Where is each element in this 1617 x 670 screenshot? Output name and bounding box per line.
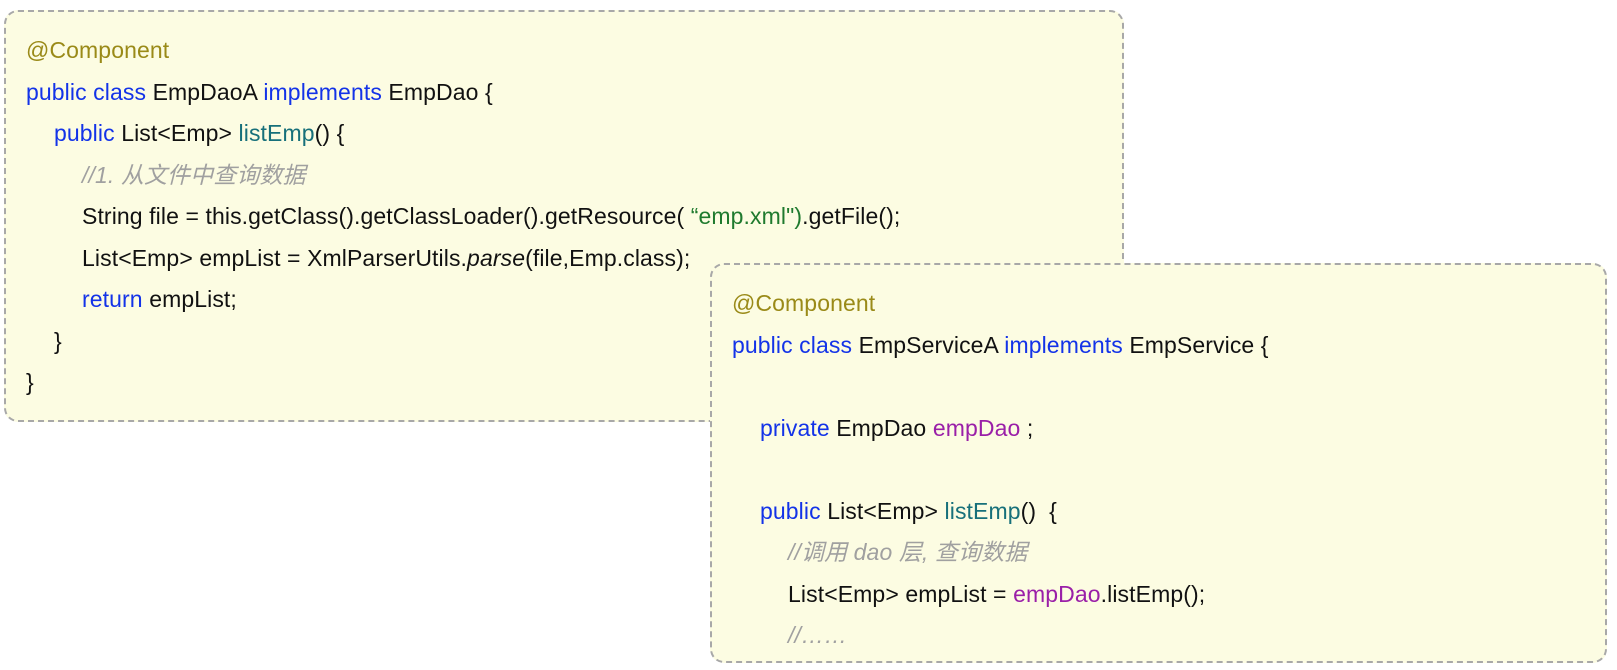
- code-token-kw: implements: [1004, 331, 1130, 358]
- code-card-emp-dao-a: @Component public class EmpDaoA implement…: [4, 10, 1124, 422]
- code-token-plain: EmpDaoA: [152, 78, 264, 105]
- code-token-italic: parse: [467, 244, 526, 271]
- code-token-plain: EmpService {: [1129, 331, 1269, 358]
- code-token-kw: public class: [732, 331, 859, 358]
- code-block-emp-dao-a: @Component public class EmpDaoA implement…: [6, 12, 1122, 404]
- code-token-method: listEmp: [944, 497, 1021, 524]
- code-token-plain: .listEmp();: [1100, 580, 1206, 607]
- code-token-plain: EmpServiceA: [858, 331, 1005, 358]
- code-token-kw: private: [760, 414, 837, 441]
- code-token-plain: [732, 373, 739, 399]
- code-token-field: empDao: [1013, 580, 1101, 607]
- code-line: @Component: [712, 283, 1605, 325]
- code-token-comment: //1. 从文件中查询数据: [82, 161, 306, 188]
- code-line: public List<Emp> listEmp() {: [6, 113, 1122, 155]
- code-line: String file = this.getClass().getClassLo…: [6, 196, 1122, 238]
- code-token-plain: List<Emp>: [121, 120, 239, 146]
- code-token-plain: List<Emp> empList =: [788, 580, 1014, 607]
- code-line: List<Emp> empList = XmlParserUtils.parse…: [6, 238, 1122, 280]
- code-token-ann: @Component: [732, 290, 876, 316]
- code-token-field: empDao: [932, 414, 1021, 441]
- code-token-plain: List<Emp>: [827, 497, 945, 524]
- code-line: public class EmpDaoA implements EmpDao {: [6, 72, 1122, 114]
- code-line: //1. 从文件中查询数据: [6, 155, 1122, 197]
- code-line: private EmpDao empDao ;: [712, 408, 1605, 450]
- code-card-emp-service-a: @Component public class EmpServiceA imple…: [710, 263, 1607, 663]
- code-line: [712, 449, 1605, 491]
- code-line: @Component: [6, 30, 1122, 72]
- code-token-plain: (file,Emp.class);: [525, 244, 691, 271]
- code-token-kw: implements: [263, 78, 389, 105]
- code-token-plain: }: [26, 369, 34, 395]
- code-line: //……: [712, 615, 1605, 657]
- code-token-kw: public class: [26, 78, 153, 105]
- code-token-plain: EmpDao {: [388, 78, 493, 105]
- code-line: }: [6, 321, 1122, 363]
- code-line: return empList;: [6, 279, 1122, 321]
- code-token-plain: () {: [314, 120, 345, 146]
- code-token-ann: @Component: [26, 37, 170, 63]
- code-token-comment: //……: [788, 622, 848, 648]
- code-token-plain: List<Emp> empList = XmlParserUtils.: [82, 244, 468, 271]
- code-token-kw: public: [54, 120, 122, 146]
- code-line: }: [6, 362, 1122, 404]
- code-token-kw: return: [82, 286, 150, 312]
- code-line: List<Emp> empList = empDao.listEmp();: [712, 574, 1605, 616]
- code-token-plain: () {: [1020, 497, 1057, 524]
- code-token-plain: [732, 456, 739, 482]
- code-token-plain: .getFile();: [802, 203, 901, 229]
- code-token-plain: }: [54, 327, 62, 354]
- code-line: public List<Emp> listEmp() {: [712, 491, 1605, 533]
- code-token-plain: empList;: [149, 286, 237, 312]
- code-token-method: listEmp: [238, 120, 315, 146]
- code-token-plain: ;: [1020, 414, 1034, 441]
- code-line: [712, 366, 1605, 408]
- code-block-emp-service-a: @Component public class EmpServiceA imple…: [712, 265, 1605, 657]
- code-token-comment: //调用 dao 层, 查询数据: [788, 539, 1028, 565]
- code-line: //调用 dao 层, 查询数据: [712, 532, 1605, 574]
- code-token-plain: EmpDao: [836, 414, 933, 441]
- code-token-plain: String file = this.getClass().getClassLo…: [82, 203, 691, 229]
- code-token-string: “emp.xml"): [690, 203, 803, 229]
- code-token-kw: public: [760, 497, 828, 524]
- code-line: public class EmpServiceA implements EmpS…: [712, 325, 1605, 367]
